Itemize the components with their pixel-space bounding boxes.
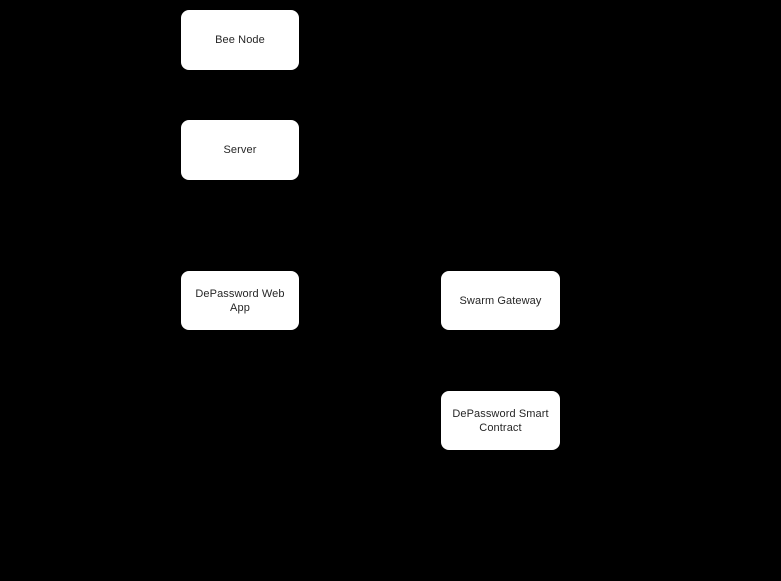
diagram-node-label: Swarm Gateway: [459, 294, 542, 307]
diagram-node-bee-node[interactable]: Bee Node: [181, 10, 299, 70]
diagram-node-label: DePassword Smart Contract: [452, 407, 549, 434]
diagram-node-label: Server: [223, 144, 257, 156]
diagram-node-swarm-gateway[interactable]: Swarm Gateway: [441, 271, 560, 330]
diagram-node-depassword-web-app[interactable]: DePassword Web App: [181, 271, 299, 330]
diagram-node-server[interactable]: Server: [181, 120, 299, 180]
diagram-node-depassword-smart-contract[interactable]: DePassword Smart Contract: [441, 391, 560, 450]
diagram-node-label: DePassword Web App: [195, 287, 285, 314]
diagram-node-label: Bee Node: [215, 34, 265, 46]
